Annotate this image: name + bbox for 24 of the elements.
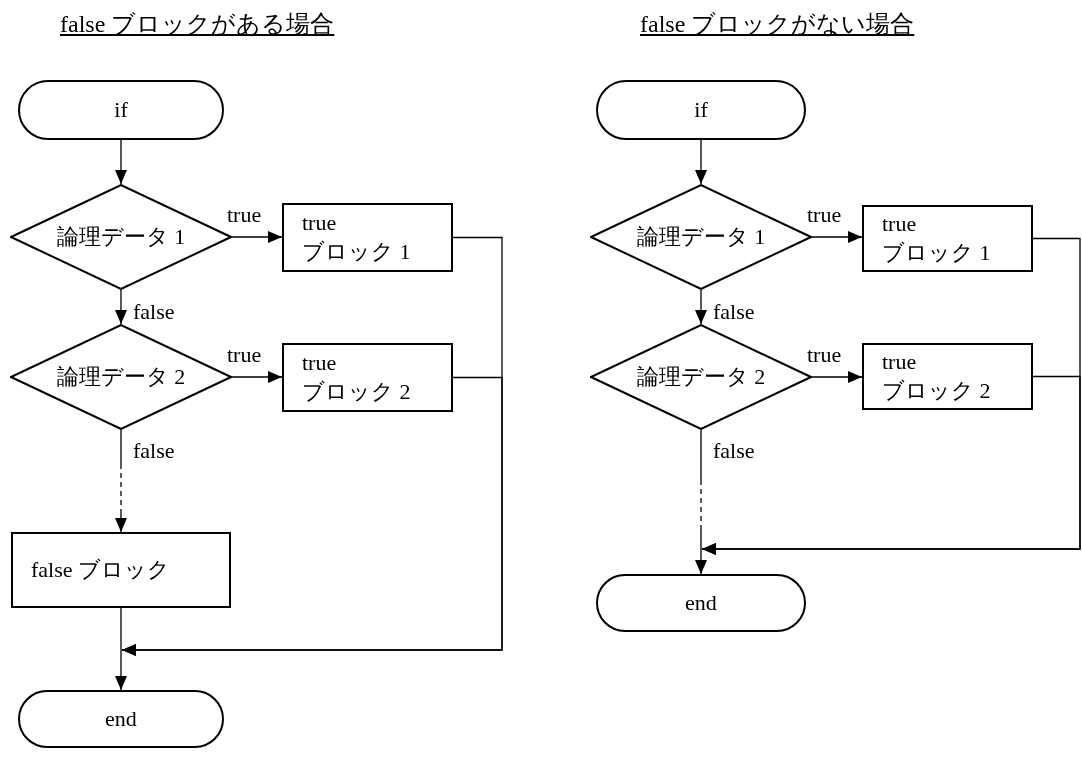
- terminal-box: end: [18, 690, 224, 748]
- arrow: [695, 139, 707, 185]
- terminal-box: if: [18, 80, 224, 140]
- arrow: [811, 371, 863, 383]
- arrow: [115, 429, 127, 533]
- arrow: [695, 289, 707, 325]
- arrow: [695, 429, 707, 575]
- arrow: [701, 375, 1081, 555]
- process-box: false ブロック: [11, 532, 231, 608]
- process-box: true ブロック 2: [282, 343, 453, 412]
- arrow: [121, 376, 503, 656]
- heading: false ブロックがない場合: [640, 10, 915, 39]
- arrow: [115, 139, 127, 185]
- arrow: [115, 607, 127, 691]
- process-box: true ブロック 2: [862, 343, 1033, 410]
- arrow: [231, 371, 283, 383]
- terminal-box: end: [596, 574, 806, 632]
- terminal-box: if: [596, 80, 806, 140]
- process-box: true ブロック 1: [862, 205, 1033, 272]
- arrow: [811, 231, 863, 243]
- process-box: true ブロック 1: [282, 203, 453, 272]
- arrow: [231, 231, 283, 243]
- arrow: [115, 289, 127, 325]
- heading: false ブロックがある場合: [60, 10, 335, 39]
